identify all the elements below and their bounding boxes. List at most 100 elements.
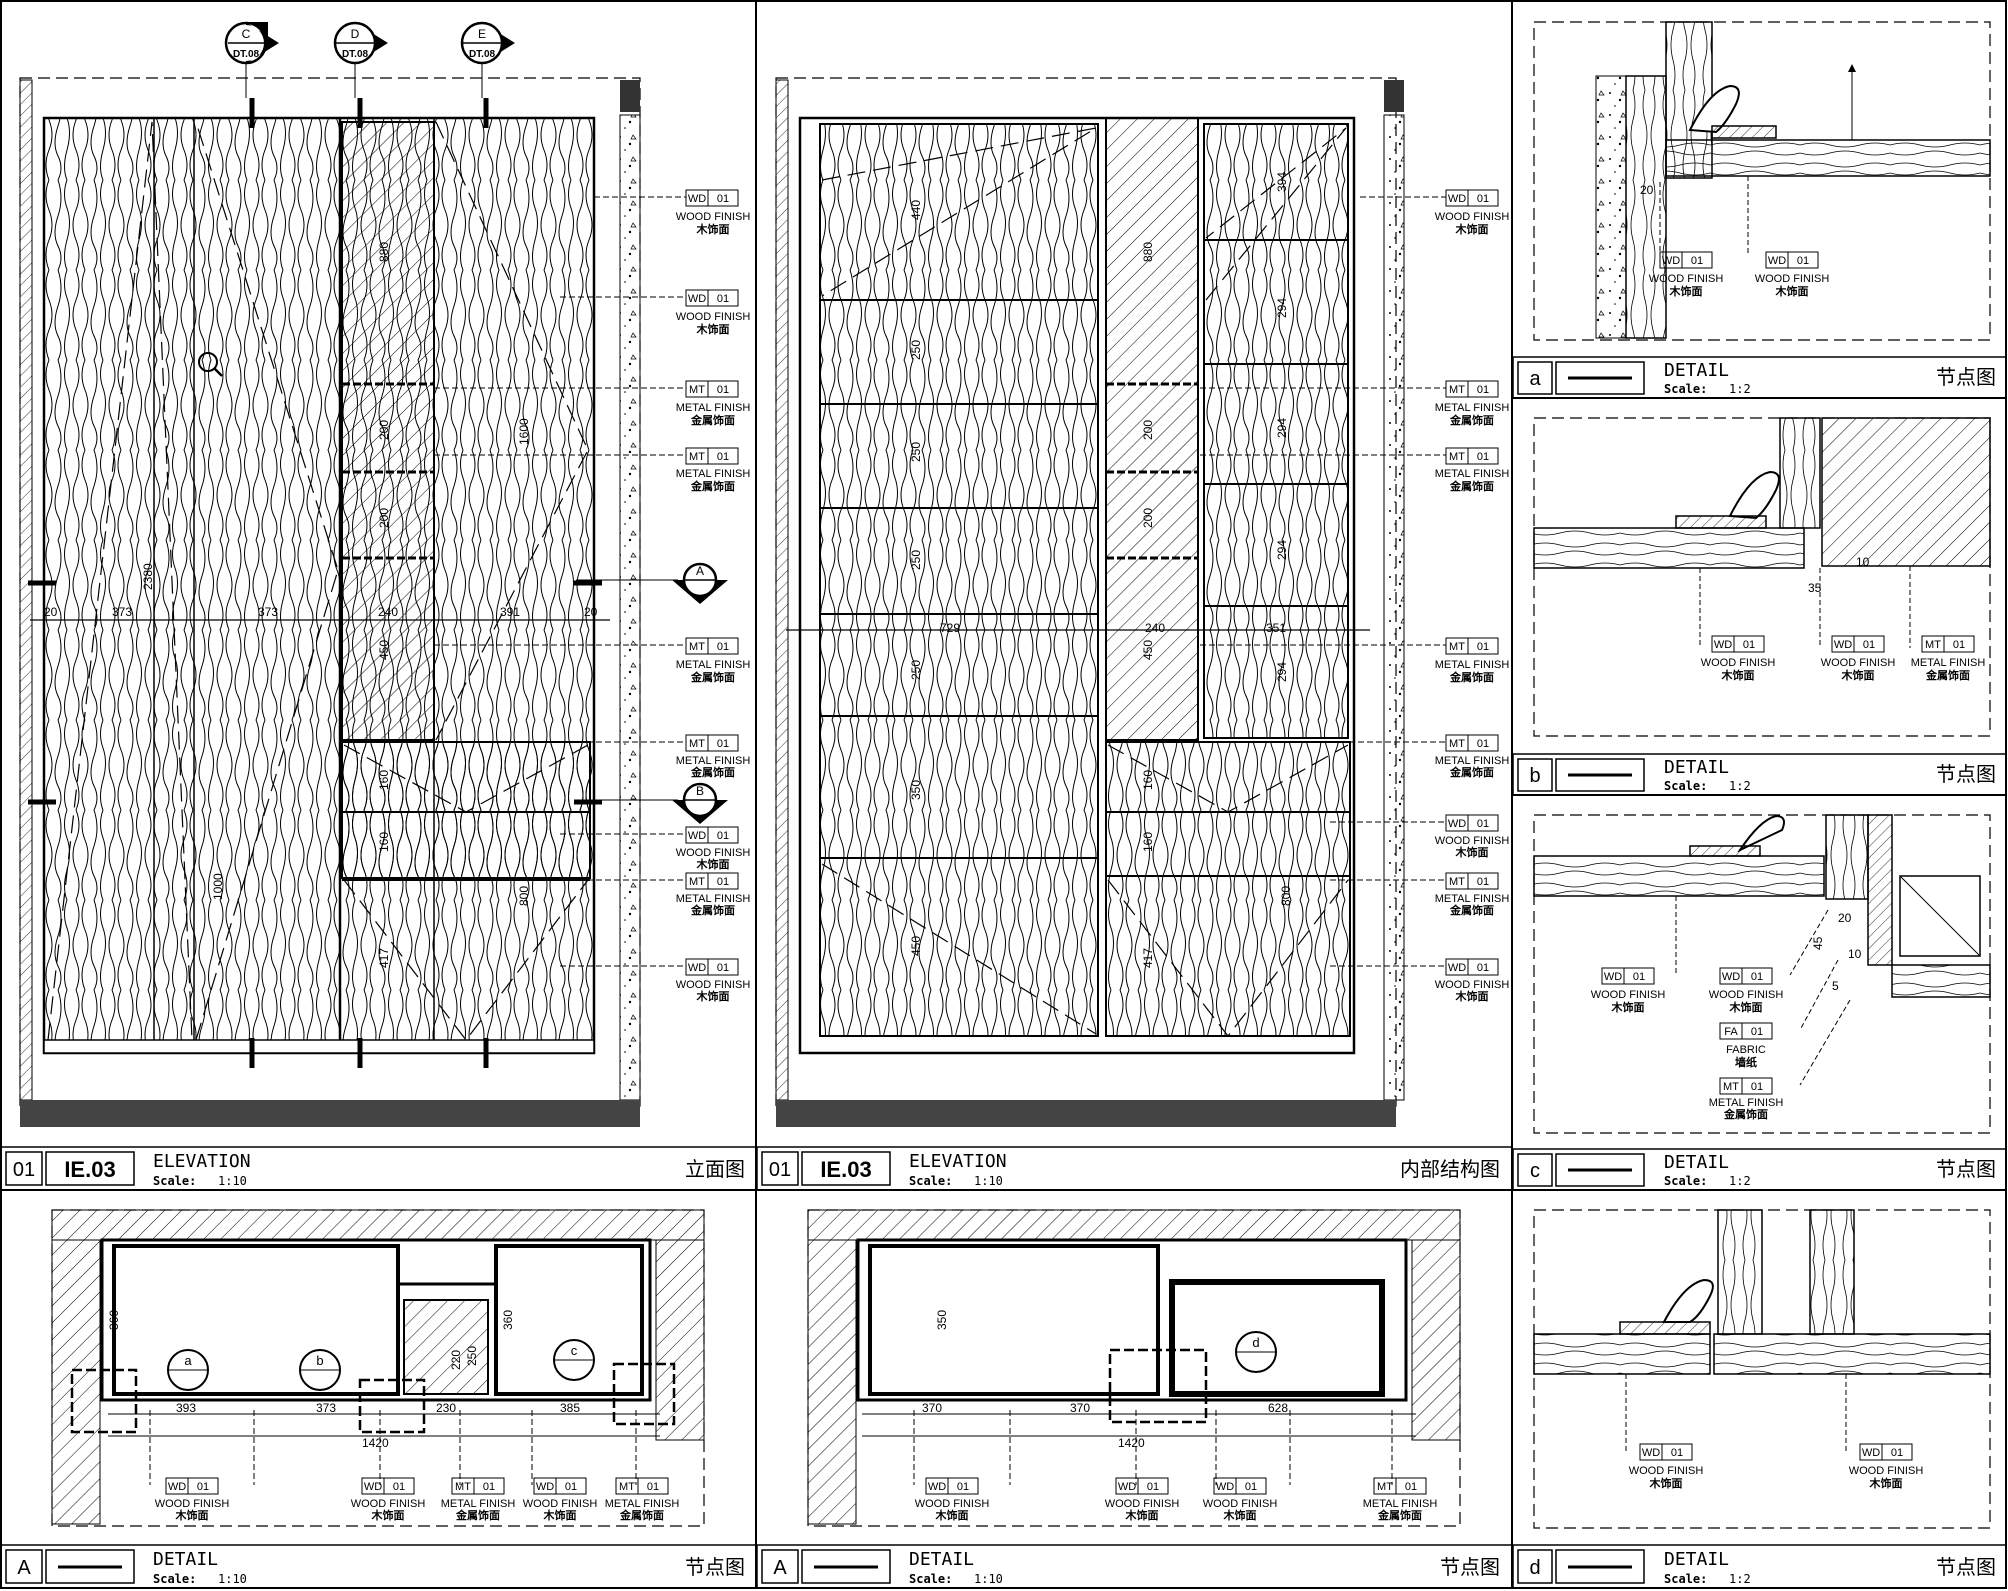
dim-text: 45 [1811,936,1825,950]
tag-metal-finish: MT 01 METAL FINISH 金属饰面 [1435,872,1509,917]
tag-num: 01 [717,193,729,205]
dim-text: 250 [465,1346,479,1366]
scale-value: 1:2 [1729,779,1751,793]
tag-wood-finish: WD 01 WOOD FINISH 木饰面 [1849,1443,1923,1490]
scale-value: 1:10 [218,1572,247,1586]
tag-en: METAL FINISH [1435,755,1510,767]
scale-value: 1:10 [974,1174,1003,1188]
tag-wood-finish: WD 01 WOOD FINISH 木饰面 [1435,189,1509,236]
panel-title: DETAIL [1664,1152,1729,1173]
tag-en: METAL FINISH [1911,657,1986,669]
panel-title-cn: 节点图 [1936,366,1996,389]
panel-title: DETAIL [153,1549,218,1570]
tag-metal-finish: MT 01 METAL FINISH 金属饰面 [676,734,751,779]
dim-text: 370 [922,1401,942,1415]
tag-en: METAL FINISH [676,893,751,905]
panel-title: DETAIL [1664,757,1729,778]
tag-code: MT [619,1481,635,1493]
tag-wood-finish: WD 01 WOOD FINISH 木饰面 [1821,635,1895,682]
tag-en: METAL FINISH [676,755,751,767]
tag-wood-finish: WD 01 WOOD FINISH 木饰面 [1105,1477,1179,1522]
dim-text: 35 [1808,581,1822,595]
scale-label: Scale: [1664,779,1707,793]
tag-code: FA [1724,1026,1738,1038]
tag-cn: 木饰面 [1649,1476,1683,1490]
dim-text: 200 [1141,508,1155,528]
tag-num: 01 [717,738,729,750]
tag-en: WOOD FINISH [1435,979,1510,991]
tag-en: WOOD FINISH [523,1498,598,1510]
tag-en: WOOD FINISH [1203,1498,1278,1510]
tag-code: WD [1662,255,1680,267]
dim-text: 160 [1141,832,1155,852]
tag-wood-finish: WD 01 WOOD FINISH 木饰面 [1435,958,1510,1003]
dim-text: 160 [1141,770,1155,790]
dim-text: 240 [1145,621,1165,635]
dim-text: 394 [1275,172,1289,192]
tag-wood-finish: WD 01 WOOD FINISH 木饰面 [1701,635,1775,682]
tag-num: 01 [1405,1481,1417,1493]
tag-cn: 木饰面 [175,1508,209,1522]
panel-title-cn: 节点图 [1936,1556,1996,1579]
dim-text: 373 [112,605,132,619]
panel-title: DETAIL [909,1549,974,1570]
dim-text: 351 [1266,621,1286,635]
dim-text: 200 [1141,420,1155,440]
tag-code: WD [688,193,706,205]
tag-code: MT [1449,451,1465,463]
tag-metal-finish: MT 01 METAL FINISH 金属饰面 [1911,635,1986,682]
detail-a-drawing: 20 WD 01 WOOD FINISH 木饰面 WD 01 WOOD FINI… [1533,21,1991,341]
dim-text: 373 [258,605,278,619]
dim-text: 20 [584,605,598,619]
panel-ref: IE.03 [64,1157,115,1182]
tag-code: MT [455,1481,471,1493]
tag-metal-finish: MT 01 METAL FINISH 金属饰面 [676,637,750,684]
dim-text: 230 [436,1401,456,1415]
dim-text: 1420 [362,1436,389,1450]
tag-en: WOOD FINISH [155,1498,230,1510]
tag-en: WOOD FINISH [1629,1465,1704,1477]
tag-wood-finish: WD 01 WOOD FINISH 木饰面 [155,1477,230,1522]
tag-fabric: FA 01 FABRIC 墙纸 [1719,1022,1773,1069]
tag-metal-finish: MT 01 METAL FINISH 金属饰面 [1435,380,1509,427]
panel-number: A [773,1557,787,1579]
tag-num: 01 [1477,876,1489,888]
tag-num: 01 [1477,641,1489,653]
tag-code: MT [689,384,705,396]
panel-title: DETAIL [1664,1549,1729,1570]
tag-num: 01 [1147,1481,1159,1493]
tag-cn: 墙纸 [1735,1055,1757,1069]
tag-metal-finish: MT 01 METAL FINISH 金属饰面 [1435,447,1509,493]
title-bar-plan-b: A DETAIL Scale: 1:10 节点图 [756,1544,1513,1589]
plan-section-front: 393 373 230 385 1420 360 360 220 250 a b… [51,1209,705,1527]
scale-label: Scale: [1664,1174,1707,1188]
tag-num: 01 [717,384,729,396]
panel-number: c [1530,1160,1540,1182]
detail-callout-b: b [299,1349,341,1391]
title-bar-detail-a: a DETAIL Scale: 1:2 节点图 [1512,356,2007,399]
dim-text: 200 [377,508,391,528]
tag-num: 01 [1477,451,1489,463]
dim-text: 20 [44,605,58,619]
dim-text: 294 [1275,540,1289,560]
scale-value: 1:2 [1729,1572,1751,1586]
tag-num: 01 [717,876,729,888]
dim-text: 440 [909,200,923,220]
elevation-front: 20 373 373 240 391 20 2380 880 200 200 4… [19,77,641,1127]
dim-text: 729 [940,621,960,635]
dim-text: 373 [316,1401,336,1415]
dim-text: 417 [377,948,391,968]
marker-letter: B [696,784,704,798]
tag-num: 01 [1633,971,1645,983]
tag-cn: 木饰面 [1455,989,1489,1003]
tag-en: METAL FINISH [676,468,751,480]
magnifier-icon [198,352,223,377]
tag-code: WD [688,962,706,974]
scale-value: 1:2 [1729,1174,1751,1188]
tag-num: 01 [1743,639,1755,651]
panel-title-cn: 立面图 [685,1158,745,1181]
tag-cn: 金属饰面 [1377,1508,1422,1522]
tag-cn: 金属饰面 [690,413,735,427]
panel-title-cn: 节点图 [1936,763,1996,786]
title-bar-plan-a: A DETAIL Scale: 1:10 节点图 [0,1544,757,1589]
